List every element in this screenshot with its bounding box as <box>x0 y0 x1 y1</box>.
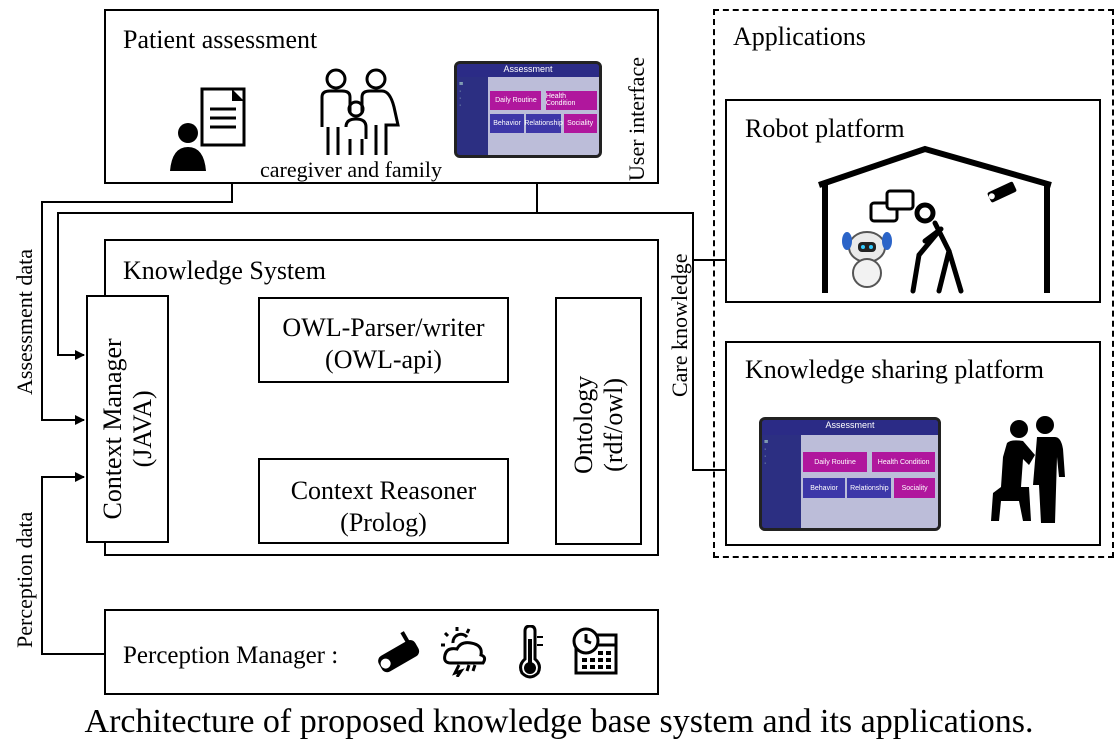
sharing-tile-behavior: Behavior <box>803 477 845 499</box>
assessment-data-label: Assessment data <box>12 248 37 395</box>
applications-box <box>713 9 1114 558</box>
care-knowledge-label: Care knowledge <box>667 253 692 397</box>
assessment-data-line <box>41 158 233 425</box>
perception-manager-label: Perception Manager : <box>123 642 339 669</box>
ontology-line2: (rdf/owl) <box>599 377 628 472</box>
sharing-screen-header: Assessment <box>762 420 938 436</box>
ui-data-line <box>57 158 538 360</box>
weather-icon <box>441 627 487 677</box>
screen-tile-behavior: Behavior <box>490 114 524 134</box>
sharing-tile-daily: Daily Routine <box>803 451 867 473</box>
family-icon <box>320 68 400 155</box>
user-interface-label: User interface <box>624 57 649 181</box>
screen-tile-sociality: Sociality <box>563 114 597 134</box>
thermometer-icon <box>519 625 543 679</box>
assessor-document-icon <box>170 87 246 171</box>
screen-main: Daily Routine Health Condition Behavior … <box>488 76 599 155</box>
perception-data-label: Perception data <box>12 511 37 648</box>
robot-platform-box: Robot platform <box>725 99 1101 303</box>
owl-parser-box: OWL-Parser/writer (OWL-api) <box>258 297 509 383</box>
ontology-label: Ontology (rdf/owl) <box>569 325 629 525</box>
figure-caption: Architecture of proposed knowledge base … <box>84 703 1034 740</box>
context-reasoner-line2: (Prolog) <box>340 508 427 537</box>
ontology-box: Ontology (rdf/owl) <box>555 297 642 545</box>
assessment-ui-screen: Assessment ≡··· Daily Routine Health Con… <box>454 61 602 158</box>
security-camera-icon <box>378 631 420 673</box>
robot-home-illustration <box>818 145 1052 294</box>
perception-data-line <box>41 472 104 655</box>
owl-parser-line1: OWL-Parser/writer <box>282 313 485 342</box>
knowledge-sharing-box: Knowledge sharing platform Assessment ≡·… <box>725 341 1101 546</box>
screen-header: Assessment <box>457 64 599 77</box>
patient-assessment-box: Patient assessment caregiver and family … <box>104 9 659 184</box>
patient-assessment-title: Patient assessment <box>123 25 318 54</box>
context-reasoner-line1: Context Reasoner <box>290 476 477 505</box>
sharing-tile-health: Health Condition <box>872 451 936 473</box>
knowledge-system-title: Knowledge System <box>123 256 326 285</box>
context-manager-box: Context Manager (JAVA) <box>86 295 169 543</box>
sharing-screen-main: Daily Routine Health Condition Behavior … <box>800 435 938 528</box>
context-manager-line1: Context Manager <box>98 338 128 520</box>
ontology-line1: Ontology <box>569 375 599 475</box>
caregiver-patient-icon <box>991 416 1065 523</box>
sharing-screen-sidebar: ≡··· <box>762 435 801 528</box>
calendar-clock-icon <box>572 627 618 675</box>
screen-tile-daily: Daily Routine <box>490 90 542 110</box>
perception-manager-box: Perception Manager : <box>104 609 659 695</box>
owl-parser-line2: (OWL-api) <box>325 345 442 374</box>
caregiver-label: caregiver and family <box>260 157 443 182</box>
knowledge-sharing-title: Knowledge sharing platform <box>745 355 1044 384</box>
applications-title: Applications <box>733 22 866 51</box>
robot-platform-title: Robot platform <box>745 114 905 143</box>
context-manager-line2: (JAVA) <box>128 390 157 468</box>
screen-sidebar: ≡··· <box>457 76 489 155</box>
context-reasoner-box: Context Reasoner (Prolog) <box>258 458 509 544</box>
sharing-tile-relationship: Relationship <box>847 477 892 499</box>
sharing-tile-sociality: Sociality <box>894 477 936 499</box>
sharing-ui-screen: Assessment ≡··· Daily Routine Health Con… <box>759 417 941 531</box>
screen-tile-relationship: Relationship <box>524 114 563 134</box>
context-manager-label: Context Manager (JAVA) <box>98 309 158 549</box>
screen-tile-health: Health Condition <box>545 90 597 110</box>
